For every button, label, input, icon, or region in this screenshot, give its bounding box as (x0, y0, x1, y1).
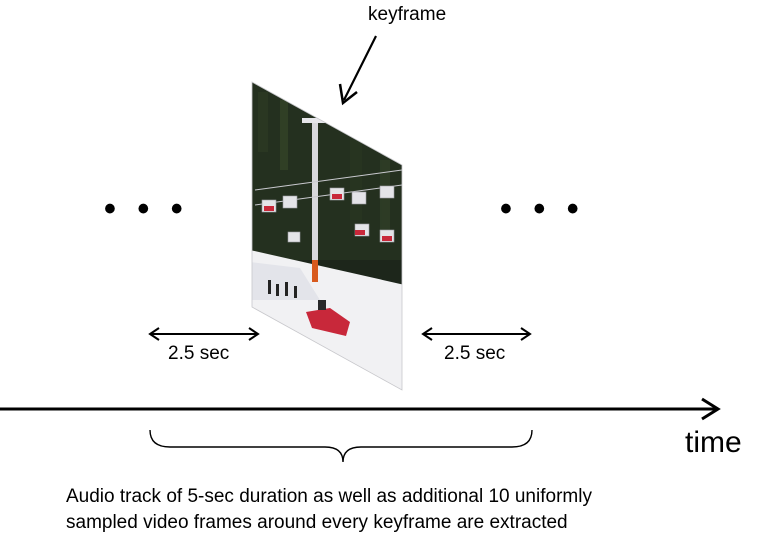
left-ellipsis: • • • (104, 190, 189, 228)
caption: Audio track of 5-sec duration as well as… (66, 484, 756, 536)
caption-line-2: sampled video frames around every keyfra… (66, 512, 568, 533)
caption-line-1: Audio track of 5-sec duration as well as… (66, 486, 592, 507)
keyframe-pointer-arrow (338, 35, 377, 106)
extraction-window-brace (149, 429, 533, 463)
keyframe-image-border (251, 81, 403, 391)
right-duration-arrow (421, 327, 532, 341)
time-axis-label: time (685, 426, 742, 459)
right-duration-label: 2.5 sec (444, 343, 506, 364)
keyframe-label: keyframe (368, 4, 447, 25)
left-duration-label: 2.5 sec (168, 343, 230, 364)
time-axis-arrow (0, 397, 721, 421)
keyframe-image (252, 82, 402, 390)
right-ellipsis: • • • (500, 190, 585, 228)
left-duration-arrow (148, 327, 260, 341)
